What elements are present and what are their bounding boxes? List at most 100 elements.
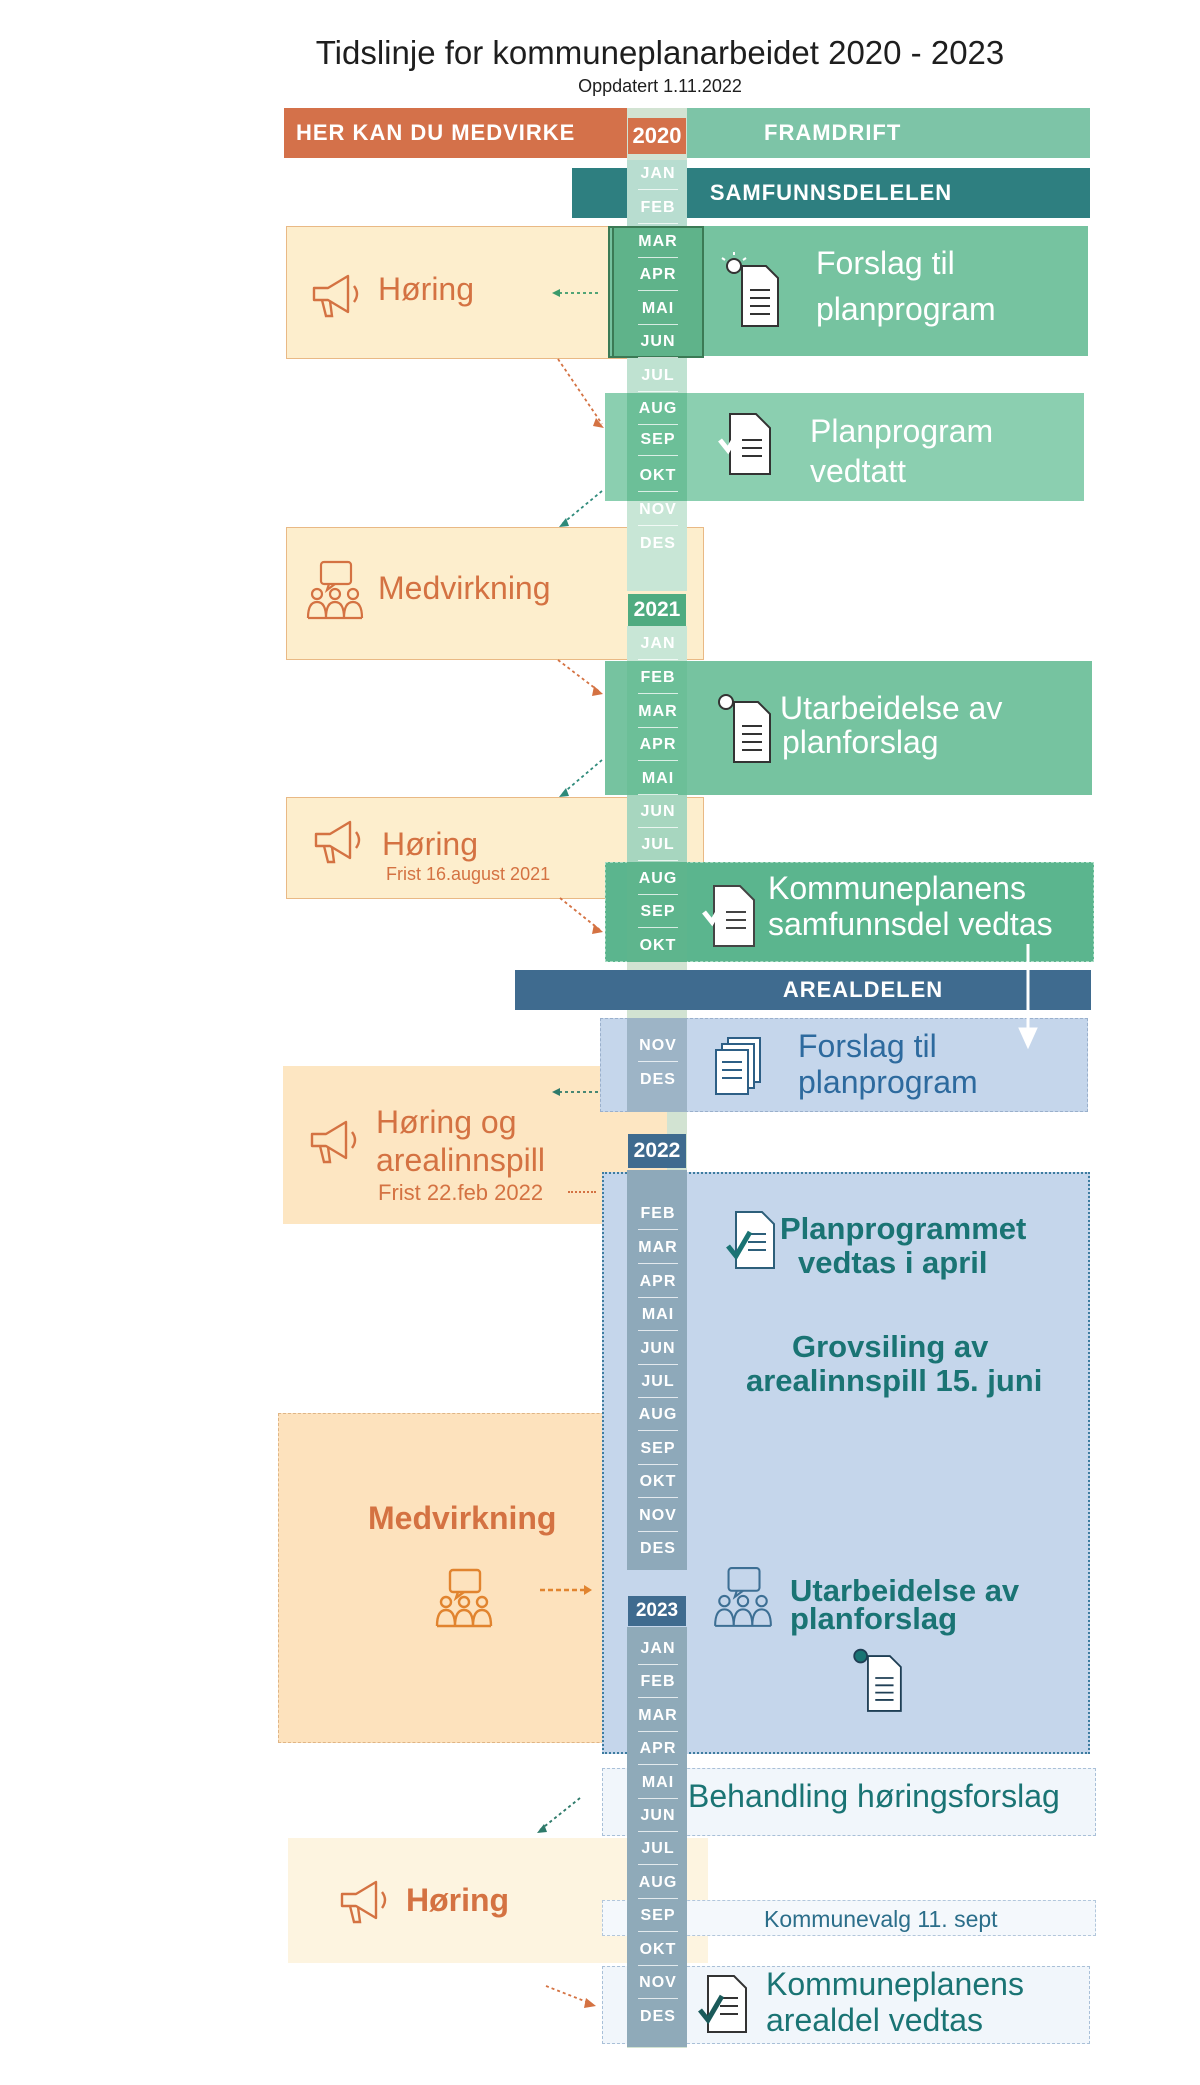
month-separator bbox=[638, 1531, 678, 1532]
megaphone-icon bbox=[314, 820, 361, 864]
month-label-aug: AUG bbox=[638, 1406, 678, 1423]
updated-date: Oppdatert 1.11.2022 bbox=[578, 76, 742, 96]
area-2-line2: vedtas i april bbox=[798, 1245, 988, 1280]
month-label-okt: OKT bbox=[639, 1473, 677, 1490]
month-separator bbox=[638, 324, 678, 325]
month-label-sep: SEP bbox=[640, 1440, 676, 1457]
spine-seg-2021-feb bbox=[627, 661, 687, 795]
idea-document-icon bbox=[718, 694, 771, 763]
month-label-okt: OKT bbox=[639, 937, 677, 954]
spine-seg-2020-nov bbox=[627, 501, 687, 591]
month-separator bbox=[638, 860, 678, 861]
area-4-line2: planforslag bbox=[790, 1601, 958, 1636]
month-separator bbox=[638, 1898, 678, 1899]
area-3-line1: Grovsiling av bbox=[792, 1329, 989, 1364]
month-label-sep: SEP bbox=[640, 1907, 676, 1924]
month-separator bbox=[638, 189, 678, 190]
header-progress-label: FRAMDRIFT bbox=[764, 120, 902, 145]
megaphone-icon bbox=[340, 1880, 387, 1924]
hearing-1-label: Høring bbox=[378, 271, 475, 307]
month-label-nov: NOV bbox=[639, 501, 677, 518]
month-label-des: DES bbox=[640, 1540, 676, 1557]
involvement-2-label: Medvirkning bbox=[368, 1500, 557, 1536]
month-separator bbox=[638, 1297, 678, 1298]
area-1-line2: planprogram bbox=[798, 1064, 978, 1100]
progress-1-line1: Forslag til bbox=[816, 245, 955, 281]
month-label-okt: OKT bbox=[639, 467, 677, 484]
month-separator bbox=[638, 693, 678, 694]
month-label-des: DES bbox=[640, 1071, 676, 1088]
month-separator bbox=[638, 1497, 678, 1498]
month-label-okt: OKT bbox=[639, 1941, 677, 1958]
group-meeting-icon bbox=[435, 1568, 493, 1628]
year-2023: 2023 bbox=[628, 1596, 686, 1626]
month-separator bbox=[638, 1931, 678, 1932]
year-2020: 2020 bbox=[628, 118, 686, 154]
progress-4-line2: samfunnsdel vedtas bbox=[768, 906, 1053, 942]
month-separator bbox=[638, 894, 678, 895]
month-label-sep: SEP bbox=[640, 903, 676, 920]
progress-2-line2: vedtatt bbox=[810, 453, 907, 489]
month-separator bbox=[638, 1831, 678, 1832]
checked-document-icon bbox=[726, 1211, 775, 1269]
month-separator bbox=[638, 1330, 678, 1331]
spine-seg-2022 bbox=[627, 1170, 687, 1570]
month-label-jan: JAN bbox=[640, 1640, 676, 1657]
month-label-jun: JUN bbox=[640, 803, 676, 820]
month-separator bbox=[638, 455, 678, 456]
month-label-jul: JUL bbox=[641, 836, 675, 853]
month-label-sep: SEP bbox=[640, 431, 676, 448]
month-separator bbox=[638, 1764, 678, 1765]
year-2020-label: 2020 bbox=[632, 123, 682, 148]
month-separator bbox=[638, 424, 678, 425]
page-title: Tidslinje for kommuneplanarbeidet 2020 -… bbox=[315, 34, 1005, 71]
megaphone-icon bbox=[312, 274, 359, 318]
month-separator bbox=[638, 1664, 678, 1665]
month-label-nov: NOV bbox=[639, 1507, 677, 1524]
year-2022-label: 2022 bbox=[633, 1139, 681, 1162]
section-area-bar: AREALDELEN bbox=[515, 970, 1091, 1010]
month-label-mar: MAR bbox=[638, 1239, 678, 1256]
month-label-jan: JAN bbox=[640, 165, 676, 182]
header-progress: FRAMDRIFT bbox=[684, 108, 1090, 158]
month-separator bbox=[638, 1697, 678, 1698]
month-label-jul: JUL bbox=[641, 1840, 675, 1857]
megaphone-icon bbox=[310, 1120, 357, 1164]
documents-stack-icon bbox=[715, 1037, 761, 1095]
month-label-jul: JUL bbox=[641, 367, 675, 384]
year-2021: 2021 bbox=[628, 594, 686, 626]
progress-3-line1: Utarbeidelse av bbox=[780, 690, 1003, 726]
month-label-feb: FEB bbox=[640, 1205, 676, 1222]
month-label-feb: FEB bbox=[640, 669, 676, 686]
checked-document-icon bbox=[702, 885, 755, 947]
month-label-nov: NOV bbox=[639, 1037, 677, 1054]
month-separator bbox=[638, 1263, 678, 1264]
idea-document-icon bbox=[721, 252, 779, 327]
month-separator bbox=[638, 1397, 678, 1398]
month-label-mai: MAI bbox=[641, 770, 675, 787]
spine-seg-2020-aug bbox=[627, 393, 687, 501]
month-label-apr: APR bbox=[639, 1740, 677, 1757]
month-label-jul: JUL bbox=[641, 1373, 675, 1390]
hearing-3-line1: Høring og bbox=[376, 1104, 517, 1140]
month-separator bbox=[638, 760, 678, 761]
month-separator bbox=[638, 659, 678, 660]
month-label-des: DES bbox=[640, 2008, 676, 2025]
spine-seg-2021-jan bbox=[627, 626, 687, 661]
month-separator bbox=[638, 357, 678, 358]
month-label-jun: JUN bbox=[640, 333, 676, 350]
area-2-line1: Planprogrammet bbox=[780, 1211, 1027, 1246]
hearing-3-deadline-arrow bbox=[568, 1191, 596, 1193]
spine-seg-2021-jun bbox=[627, 795, 687, 862]
month-separator bbox=[638, 927, 678, 928]
month-label-jan: JAN bbox=[640, 635, 676, 652]
month-label-feb: FEB bbox=[640, 1673, 676, 1690]
month-label-feb: FEB bbox=[640, 199, 676, 216]
year-2021-label: 2021 bbox=[633, 598, 681, 621]
year-2023-label: 2023 bbox=[635, 1600, 679, 1621]
group-meeting-icon bbox=[306, 560, 364, 620]
month-label-mai: MAI bbox=[641, 1774, 675, 1791]
month-label-mar: MAR bbox=[638, 1707, 678, 1724]
month-separator bbox=[638, 1864, 678, 1865]
month-label-aug: AUG bbox=[638, 1874, 678, 1891]
